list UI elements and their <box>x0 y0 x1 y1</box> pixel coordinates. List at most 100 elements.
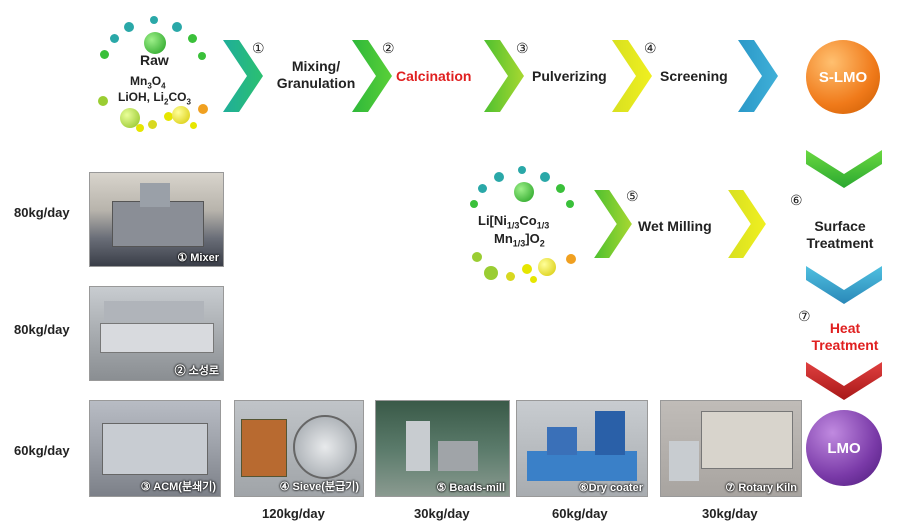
machine-shape <box>701 411 793 469</box>
nmc-formula-line2: Mn1/3]O2 <box>494 231 545 249</box>
slmo-label: S-LMO <box>818 68 868 86</box>
dot <box>188 34 197 43</box>
machine-shape <box>406 421 430 471</box>
dot <box>164 112 173 121</box>
dot <box>470 200 478 208</box>
photo-furnace: ② 소성로 <box>89 286 224 381</box>
rate-acm: 60kg/day <box>14 443 70 458</box>
dot <box>506 272 515 281</box>
chevron-icon <box>594 190 632 258</box>
photo-caption: ② 소성로 <box>174 365 219 377</box>
step-label-screening: Screening <box>660 68 728 84</box>
machine-shape <box>595 411 625 455</box>
step-num-1: ① <box>252 40 265 56</box>
dot <box>494 172 504 182</box>
dot <box>198 104 208 114</box>
dot <box>538 258 556 276</box>
nmc-formula-line1: Li[Ni1/3Co1/3 <box>478 213 550 231</box>
machine-shape <box>102 423 208 475</box>
step-num-5: ⑤ <box>626 188 639 204</box>
machine-shape <box>438 441 478 471</box>
machine-shape <box>527 451 637 481</box>
chevron-down-icon <box>806 362 882 400</box>
photo-caption: ① Mixer <box>177 252 219 264</box>
lmo-label: LMO <box>827 439 861 457</box>
dot <box>172 22 182 32</box>
step-label-wet-milling: Wet Milling <box>638 218 712 234</box>
photo-caption: ⑤ Beads-mill <box>436 482 505 494</box>
step-label-pulverizing: Pulverizing <box>532 68 607 84</box>
rate-sieve: 120kg/day <box>262 506 325 521</box>
slmo-circle: S-LMO <box>806 40 880 114</box>
photo-caption: ⑦ Rotary Kiln <box>725 482 797 494</box>
dot <box>136 124 144 132</box>
dot <box>566 254 576 264</box>
photo-acm: ③ ACM(분쇄기) <box>89 400 221 497</box>
dot <box>478 184 487 193</box>
raw-material-cluster <box>98 16 218 134</box>
step-label-mixing-text: Mixing/ Granulation <box>276 58 356 91</box>
photo-caption: ④ Sieve(분급기) <box>279 481 359 493</box>
rate-rotary-kiln: 30kg/day <box>702 506 758 521</box>
raw-line2: LiOH, Li2CO3 <box>118 90 191 107</box>
dot <box>100 50 109 59</box>
dot <box>522 264 532 274</box>
dot <box>172 106 190 124</box>
rate-dry-coater: 60kg/day <box>552 506 608 521</box>
chevron-icon <box>728 190 766 258</box>
machine-shape <box>669 441 699 481</box>
dot <box>530 276 537 283</box>
chevron-icon <box>612 40 652 112</box>
machine-shape <box>140 183 170 207</box>
chevron-down-icon <box>806 150 882 188</box>
chevron-down-icon <box>806 266 882 304</box>
dot <box>110 34 119 43</box>
rate-mixer: 80kg/day <box>14 205 70 220</box>
rate-beads-mill: 30kg/day <box>414 506 470 521</box>
photo-caption: ⑥Dry coater <box>578 482 643 494</box>
step-label-heat: Heat Treatment <box>800 320 890 354</box>
machine-shape <box>100 323 214 353</box>
photo-mixer: ① Mixer <box>89 172 224 267</box>
raw-title: Raw <box>140 52 169 68</box>
dot <box>540 172 550 182</box>
step-num-6: ⑥ <box>790 192 803 208</box>
machine-shape <box>241 419 287 477</box>
step-num-2: ② <box>382 40 395 56</box>
photo-caption: ③ ACM(분쇄기) <box>140 481 216 493</box>
rate-furnace: 80kg/day <box>14 322 70 337</box>
dot <box>124 22 134 32</box>
machine-shape <box>547 427 577 455</box>
step-label-heat-text: Heat Treatment <box>811 320 879 353</box>
machine-shape <box>104 301 204 321</box>
photo-rotary-kiln: ⑦ Rotary Kiln <box>660 400 802 497</box>
chevron-icon <box>223 40 263 112</box>
lmo-circle: LMO <box>806 410 882 486</box>
step-label-mixing: Mixing/ Granulation <box>270 58 362 92</box>
step-num-4: ④ <box>644 40 657 56</box>
dot <box>150 16 158 24</box>
machine-shape <box>293 415 357 479</box>
nmc-material-cluster <box>470 166 582 286</box>
chevron-icon <box>352 40 392 112</box>
step-label-calcination: Calcination <box>396 68 472 84</box>
chevron-icon <box>484 40 524 112</box>
dot <box>190 122 197 129</box>
photo-beads-mill: ⑤ Beads-mill <box>375 400 510 497</box>
dot <box>518 166 526 174</box>
photo-dry-coater: ⑥Dry coater <box>516 400 648 497</box>
step-label-surface-text: Surface Treatment <box>806 218 874 251</box>
dot <box>148 120 157 129</box>
machine-shape <box>112 201 204 247</box>
dot <box>98 96 108 106</box>
photo-sieve: ④ Sieve(분급기) <box>234 400 364 497</box>
dot <box>566 200 574 208</box>
chevron-icon <box>738 40 778 112</box>
dot <box>198 52 206 60</box>
dot <box>514 182 534 202</box>
step-label-surface: Surface Treatment <box>800 218 880 252</box>
raw-line1: Mn3O4 <box>130 74 166 91</box>
dot <box>556 184 565 193</box>
dot <box>120 108 140 128</box>
step-num-3: ③ <box>516 40 529 56</box>
